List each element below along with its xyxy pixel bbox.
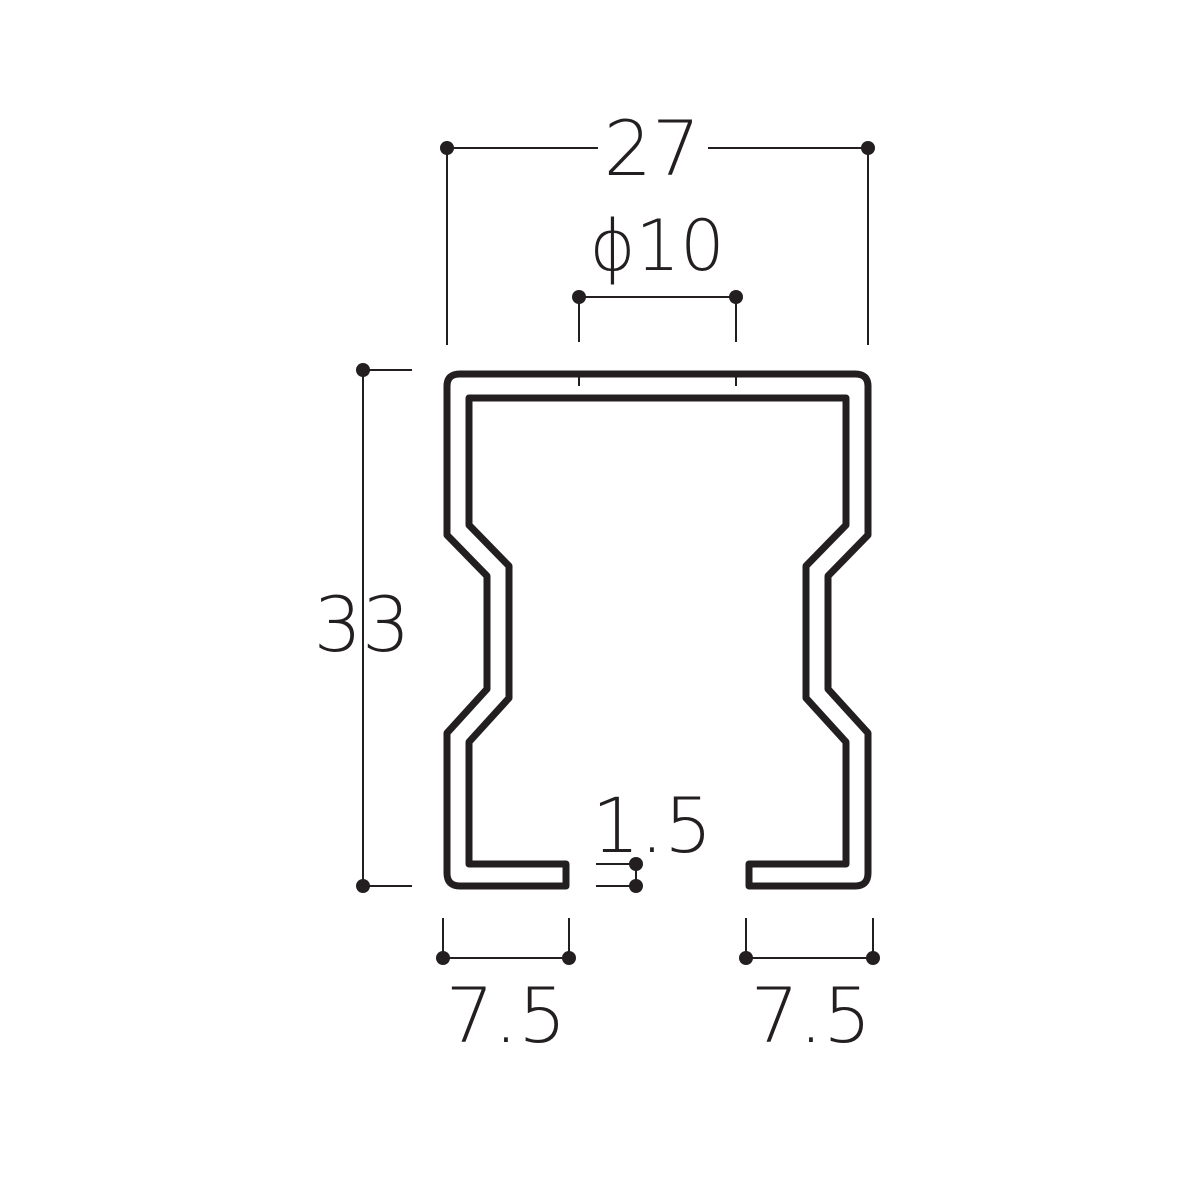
thickness-label: 1.5: [592, 781, 713, 870]
left-lip-label: 7.5: [446, 971, 567, 1060]
hole-dot-left: [572, 290, 586, 304]
right-lip-label: 7.5: [751, 971, 872, 1060]
left-lip-dot-right: [562, 951, 576, 965]
thickness-dot-top: [629, 857, 643, 871]
channel-profile: [443, 370, 872, 890]
right-lip-dot-right: [866, 951, 880, 965]
hole-label: ϕ10: [589, 205, 724, 287]
width-dot-left: [440, 141, 454, 155]
height-dot-bottom: [356, 879, 370, 893]
thickness-dot-bottom: [629, 879, 643, 893]
height-dot-top: [356, 363, 370, 377]
height-dimension: 33: [314, 363, 412, 893]
left-lip-dimension: 7.5: [436, 918, 576, 1060]
hole-dimension: ϕ10: [572, 205, 743, 342]
right-lip-dot-left: [739, 951, 753, 965]
thickness-dimension: 1.5: [592, 781, 713, 893]
width-dimension: 27: [440, 104, 875, 345]
width-label: 27: [604, 104, 701, 193]
hole-dot-right: [729, 290, 743, 304]
left-lip-dot-left: [436, 951, 450, 965]
height-label: 33: [314, 580, 411, 669]
width-dot-right: [861, 141, 875, 155]
profile-outer-wall: [443, 370, 872, 890]
right-lip-dimension: 7.5: [739, 918, 880, 1060]
